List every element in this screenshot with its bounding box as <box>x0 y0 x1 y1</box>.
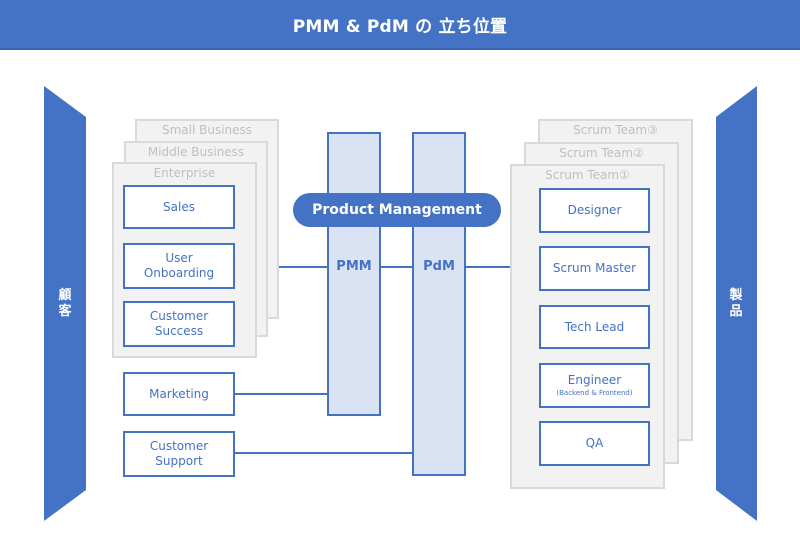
role-label: Tech Lead <box>564 319 625 334</box>
segment-label: Enterprise <box>153 166 216 180</box>
role-label: Customer <box>149 439 209 453</box>
role-sales[interactable]: Sales <box>123 185 235 229</box>
segment-label: Small Business <box>161 123 253 137</box>
role-label: Customer <box>149 309 209 323</box>
role-customer-success[interactable]: Customer Success <box>123 301 235 347</box>
pmm-label: PMM <box>336 259 372 274</box>
role-designer[interactable]: Designer <box>539 188 650 233</box>
product-banner <box>716 86 757 521</box>
role-sublabel: (Backend & Frontend) <box>556 389 633 397</box>
page-title: PMM & PdM の 立ち位置 <box>0 0 800 50</box>
role-user-onboarding[interactable]: User Onboarding <box>123 243 235 289</box>
team-label: Scrum Team② <box>559 146 644 160</box>
role-tech-lead[interactable]: Tech Lead <box>539 305 650 349</box>
customer-banner <box>44 86 86 521</box>
role-label: Marketing <box>149 386 209 401</box>
team-label: Scrum Team① <box>545 168 630 182</box>
product-management-badge: Product Management <box>293 193 501 227</box>
role-engineer[interactable]: Engineer (Backend & Frontend) <box>539 363 650 408</box>
role-label: Sales <box>163 199 195 214</box>
role-label: User <box>165 251 193 265</box>
role-marketing[interactable]: Marketing <box>123 372 235 416</box>
segment-label: Middle Business <box>147 145 245 159</box>
role-label: Scrum Master <box>552 261 637 275</box>
pdm-pillar <box>412 132 466 476</box>
role-customer-support[interactable]: Customer Support <box>123 431 235 477</box>
team-label: Scrum Team③ <box>573 123 658 137</box>
pmm-pillar <box>327 132 381 416</box>
role-label: Engineer <box>567 373 622 387</box>
role-scrum-master[interactable]: Scrum Master <box>539 246 650 291</box>
product-label: 製品 <box>729 288 743 319</box>
role-label: Designer <box>567 203 622 217</box>
role-label-line2: Onboarding <box>143 266 215 280</box>
role-label-line2: Success <box>154 324 204 338</box>
role-label: QA <box>585 436 604 450</box>
customer-label: 顧客 <box>58 288 72 319</box>
pdm-label: PdM <box>423 259 455 274</box>
role-label-line2: Support <box>155 454 203 468</box>
role-qa[interactable]: QA <box>539 421 650 466</box>
